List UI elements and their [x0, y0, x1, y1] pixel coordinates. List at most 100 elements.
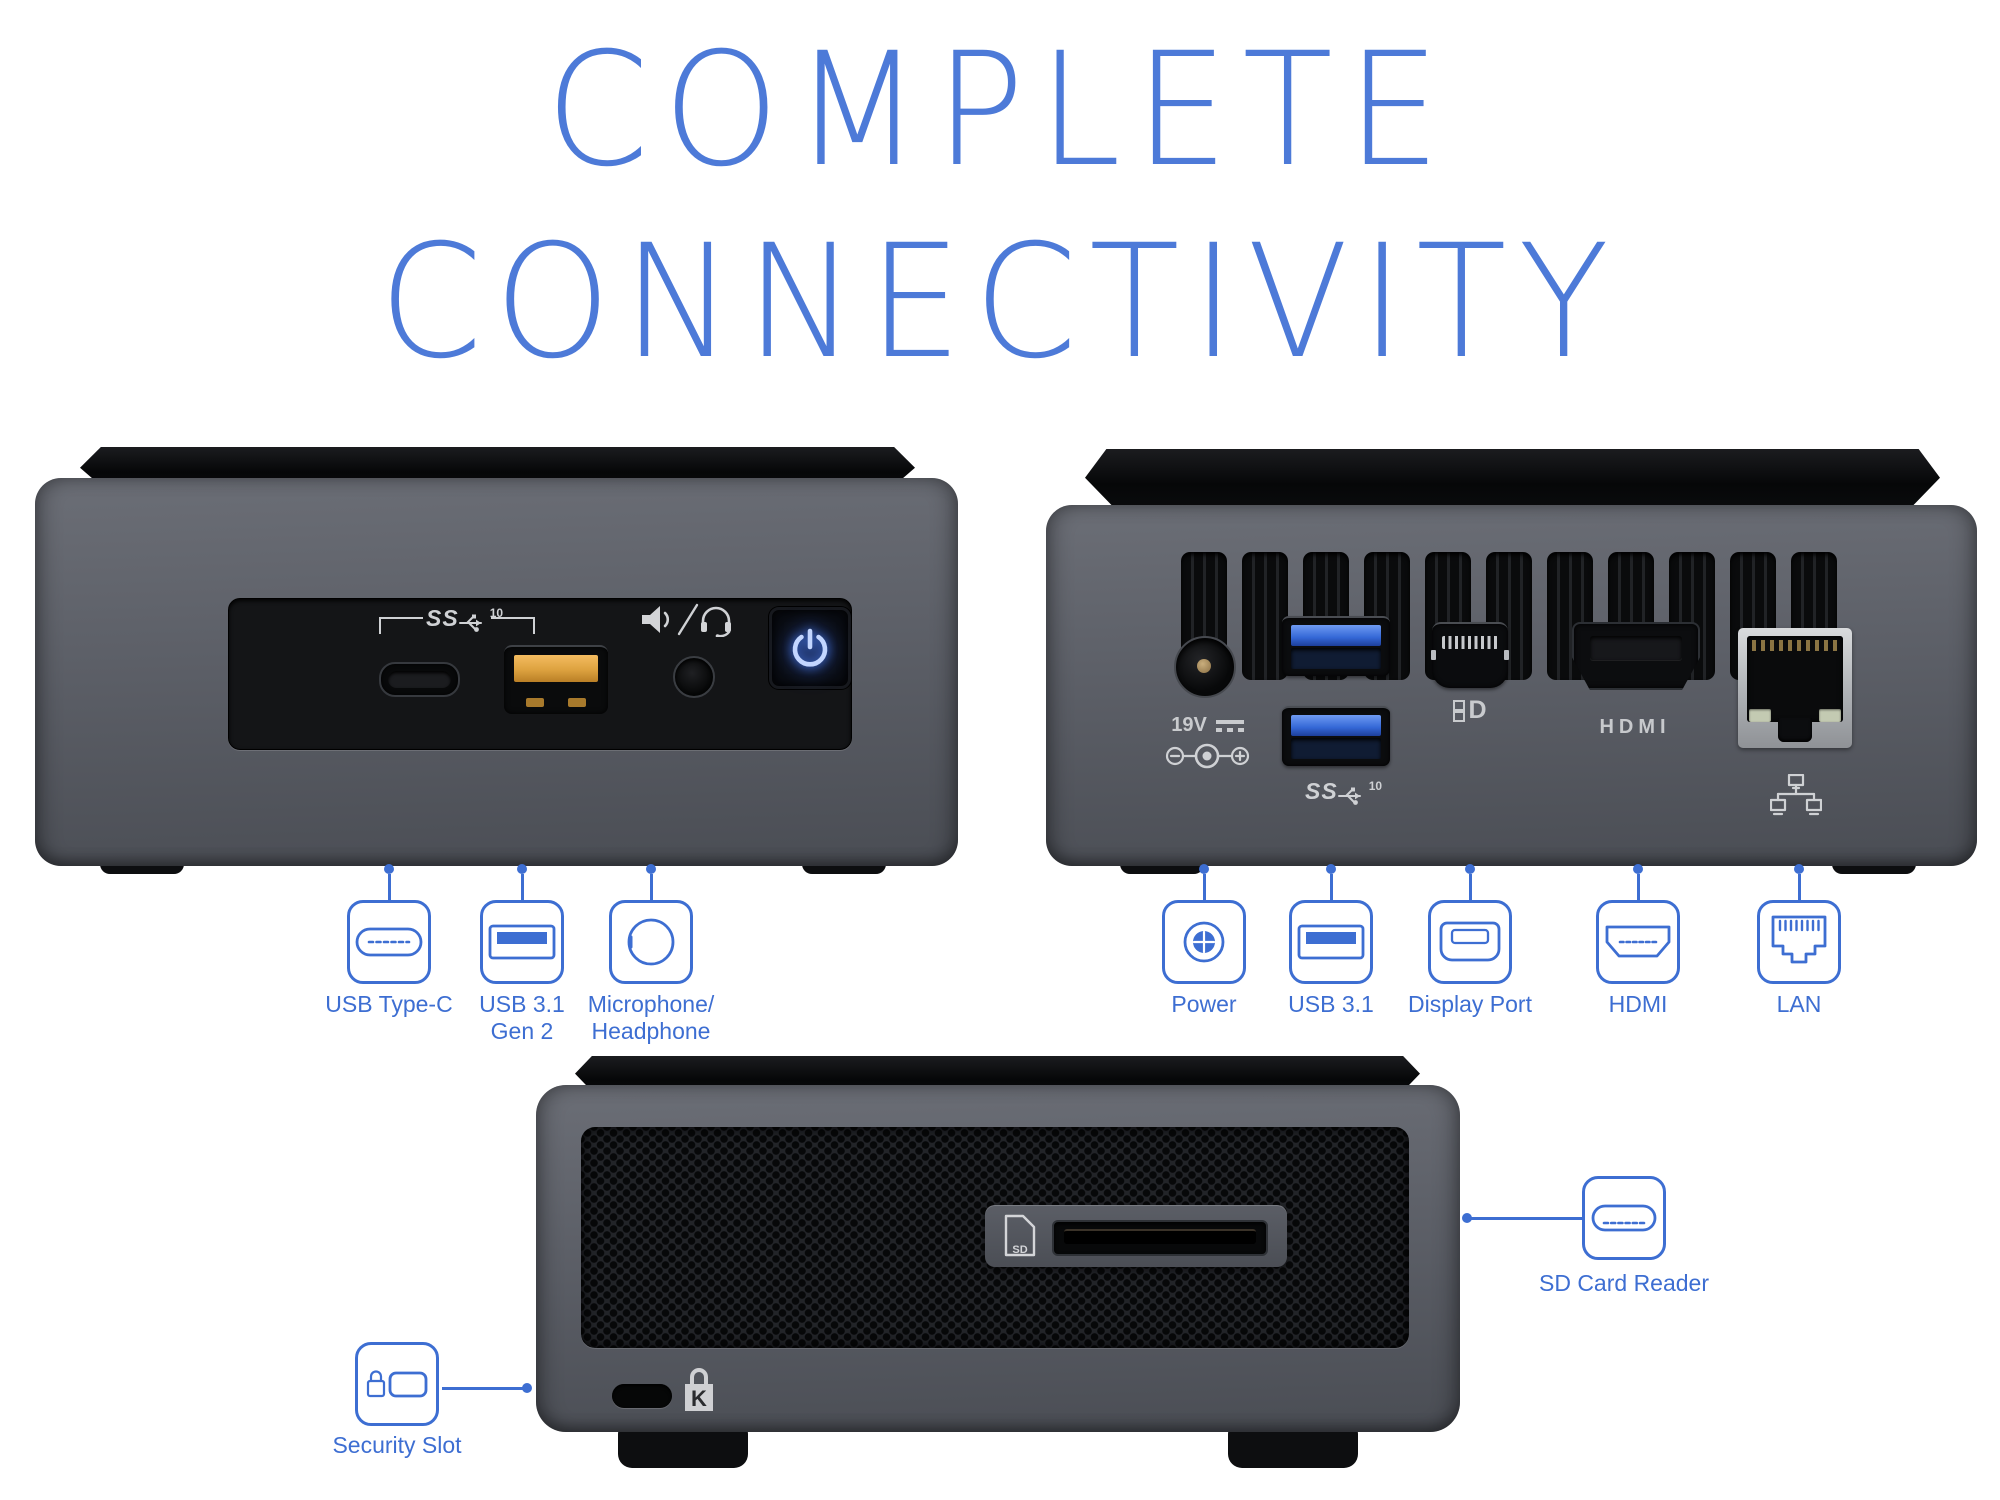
callout-label-line2: Headphone	[591, 1018, 711, 1044]
callout-label: Display Port	[1408, 991, 1532, 1017]
connector-dot	[522, 1383, 532, 1393]
front-body: SS 10	[35, 478, 958, 866]
usb-a-icon	[480, 900, 564, 984]
callout-label: SD Card Reader	[1538, 1270, 1710, 1296]
voltage-text: 19V	[1171, 714, 1207, 736]
usb-a-tongue	[514, 655, 598, 682]
callout-label-line2: Gen 2	[490, 1018, 554, 1044]
power-button	[769, 607, 851, 689]
callout-label: Power	[1171, 991, 1237, 1017]
sd-slot-icon	[1582, 1176, 1666, 1260]
vent-slot	[1242, 552, 1288, 680]
ss-sup-text: 10	[489, 606, 504, 620]
connector-line	[1636, 874, 1640, 900]
connector-line	[649, 874, 653, 900]
mdp-pins	[1442, 636, 1498, 649]
mini-dp-icon	[1428, 900, 1512, 984]
voltage-label: 19V	[1166, 714, 1250, 737]
rj45-tab	[1778, 718, 1812, 742]
speaker-headset-icons	[642, 603, 731, 637]
usb-c-port	[379, 662, 460, 697]
usb-blue-tongue	[1291, 625, 1381, 646]
sd-slot-inner	[1064, 1229, 1256, 1244]
rj45-pins	[1752, 640, 1838, 651]
speaker-icon	[642, 606, 670, 633]
rj45-led-left	[1749, 709, 1771, 722]
ss-bracket-left	[379, 617, 423, 634]
displayport-logo: D	[1440, 698, 1500, 723]
usb-blue-cavity	[1291, 738, 1381, 759]
usb-trident-icon	[458, 614, 482, 632]
front-port-panel: SS 10	[228, 598, 852, 750]
title-line-2: CONNECTIVITY	[379, 210, 1621, 394]
sd-text: SD	[1012, 1244, 1027, 1256]
callout-hdmi: HDMI	[1563, 864, 1713, 1018]
k-letter: K	[691, 1386, 707, 1411]
callout-usb-31-gen2: USB 3.1 Gen 2	[447, 864, 597, 1045]
title-line-1: COMPLETE	[545, 18, 1455, 202]
slash-icon	[677, 603, 699, 636]
callout-label-line1: USB 3.1	[479, 991, 565, 1017]
power-plug-icon	[1162, 900, 1246, 984]
connector-dot	[1199, 864, 1209, 874]
connector-line	[387, 874, 391, 900]
callout-mic-headphone: Microphone/ Headphone	[576, 864, 726, 1045]
usb-blue-cavity	[1291, 648, 1381, 669]
dp-logo-letter: D	[1468, 696, 1487, 724]
kensington-slot	[612, 1384, 672, 1408]
callout-label: USB Type-C	[325, 991, 453, 1017]
connector-dot	[1326, 864, 1336, 874]
usb-a-icon	[1289, 900, 1373, 984]
callout-lan: LAN	[1724, 864, 1874, 1018]
callout-usb-31: USB 3.1	[1256, 864, 1406, 1018]
usb-superspeed-10-label-back: SS 10	[1305, 780, 1382, 806]
rj45-led-right	[1819, 709, 1841, 722]
connector-dot	[1462, 1213, 1472, 1223]
connector-line	[1329, 874, 1333, 900]
rj45-icon	[1757, 900, 1841, 984]
headset-icon	[701, 606, 731, 637]
dp-logo-bars	[1453, 699, 1466, 722]
callout-label-line1: Microphone/	[587, 991, 715, 1017]
audio-jack-icon	[609, 900, 693, 984]
connector-line	[1797, 874, 1801, 900]
dc-symbol-icon	[1215, 719, 1244, 732]
dc-power-jack	[1174, 636, 1236, 698]
hdmi-port	[1572, 622, 1700, 690]
usb-a-blue-port-bottom	[1282, 706, 1390, 766]
kensington-lock-icon: K	[685, 1368, 713, 1411]
callout-label: LAN	[1776, 991, 1822, 1017]
callout-label: HDMI	[1608, 991, 1668, 1017]
callout-usb-type-c: USB Type-C	[314, 864, 464, 1018]
usb-superspeed-10-label: SS 10	[426, 607, 503, 633]
callout-label: Microphone/ Headphone	[588, 991, 715, 1045]
rj45-lan-port	[1738, 628, 1852, 748]
power-icon	[792, 628, 828, 667]
page-title: COMPLETE CONNECTIVITY	[0, 14, 2000, 398]
ss-sup-text: 10	[1368, 779, 1383, 793]
callout-label: USB 3.1 Gen 2	[479, 991, 565, 1045]
mini-displayport	[1431, 622, 1509, 688]
connector-dot	[646, 864, 656, 874]
lan-network-icon	[1770, 774, 1822, 816]
connector-line	[1470, 1216, 1582, 1220]
usb-a-nub	[568, 698, 586, 707]
sd-card-icon: SD	[1004, 1214, 1036, 1257]
hdmi-label: HDMI	[1599, 716, 1671, 738]
callout-display-port: Display Port	[1395, 864, 1545, 1018]
headphone-jack	[673, 656, 715, 698]
callout-power: Power	[1129, 864, 1279, 1018]
lock-slot-icon	[355, 1342, 439, 1426]
ss-bracket-right	[491, 617, 535, 634]
sd-card-recess: SD	[985, 1205, 1287, 1267]
callout-label: Security Slot	[332, 1432, 462, 1458]
sd-card-slot	[1052, 1220, 1268, 1256]
mdp-clip	[1504, 650, 1509, 660]
usb-blue-tongue	[1291, 715, 1381, 736]
hdmi-slot	[1590, 636, 1682, 660]
back-lid	[1085, 449, 1940, 513]
connector-line	[520, 874, 524, 900]
mdp-clip	[1431, 650, 1436, 660]
ss-text: SS	[426, 605, 459, 631]
dc-pin	[1197, 659, 1211, 673]
